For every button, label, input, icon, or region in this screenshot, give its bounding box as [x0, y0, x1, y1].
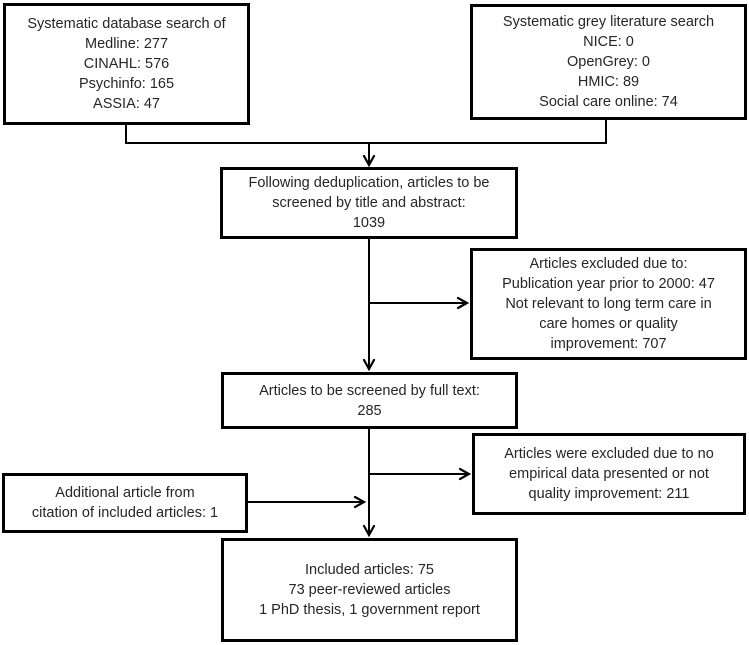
box-deduplication-screen: Following deduplication, articles to be …: [220, 167, 518, 239]
text-line: CINAHL: 576: [83, 56, 170, 72]
text-line: Articles were excluded due to no: [504, 446, 714, 462]
connector-merge-top-searches: [125, 120, 607, 144]
text-line: ASSIA: 47: [93, 96, 160, 112]
text-line: Articles excluded due to:: [529, 256, 688, 272]
text-line: Included articles: 75: [305, 562, 434, 578]
text-line: quality improvement: 211: [528, 486, 690, 502]
text-line: Social care online: 74: [539, 94, 678, 110]
text-line: Systematic database search of: [27, 16, 226, 32]
box-excluded-fulltext: Articles were excluded due to no empiric…: [472, 433, 746, 515]
text-line: citation of included articles: 1: [31, 505, 219, 521]
text-line: Not relevant to long term care in: [505, 296, 712, 312]
text-line: Additional article from: [55, 485, 195, 501]
text-line: NICE: 0: [583, 34, 634, 50]
text-line: Publication year prior to 2000: 47: [502, 276, 715, 292]
text-line: 1 PhD thesis, 1 government report: [259, 602, 480, 618]
text-line: screened by title and abstract:: [272, 195, 466, 211]
box-database-search: Systematic database search of Medline: 2…: [3, 3, 250, 125]
text-line: 73 peer-reviewed articles: [288, 582, 451, 598]
text-line: Systematic grey literature search: [502, 14, 715, 30]
box-included-articles: Included articles: 75 73 peer-reviewed a…: [221, 538, 518, 642]
text-line: care homes or quality: [539, 316, 678, 332]
box-additional-citation: Additional article from citation of incl…: [2, 473, 248, 533]
text-line: OpenGrey: 0: [566, 54, 650, 70]
box-fulltext-screen: Articles to be screened by full text: 28…: [221, 372, 518, 429]
text-line: Medline: 277: [84, 36, 169, 52]
text-line: empirical data presented or not: [509, 466, 709, 482]
text-line: Psychinfo: 165: [78, 76, 175, 92]
text-line: Following deduplication, articles to be: [248, 175, 490, 191]
text-line: improvement: 707: [550, 336, 667, 352]
text-line: 285: [357, 402, 382, 419]
text-line: HMIC: 89: [577, 74, 640, 90]
box-excluded-title-abstract: Articles excluded due to: Publication ye…: [470, 248, 747, 360]
text-line: 1039: [352, 215, 386, 231]
text-line: Articles to be screened by full text:: [259, 382, 480, 399]
box-grey-literature-search: Systematic grey literature search NICE: …: [470, 4, 747, 120]
